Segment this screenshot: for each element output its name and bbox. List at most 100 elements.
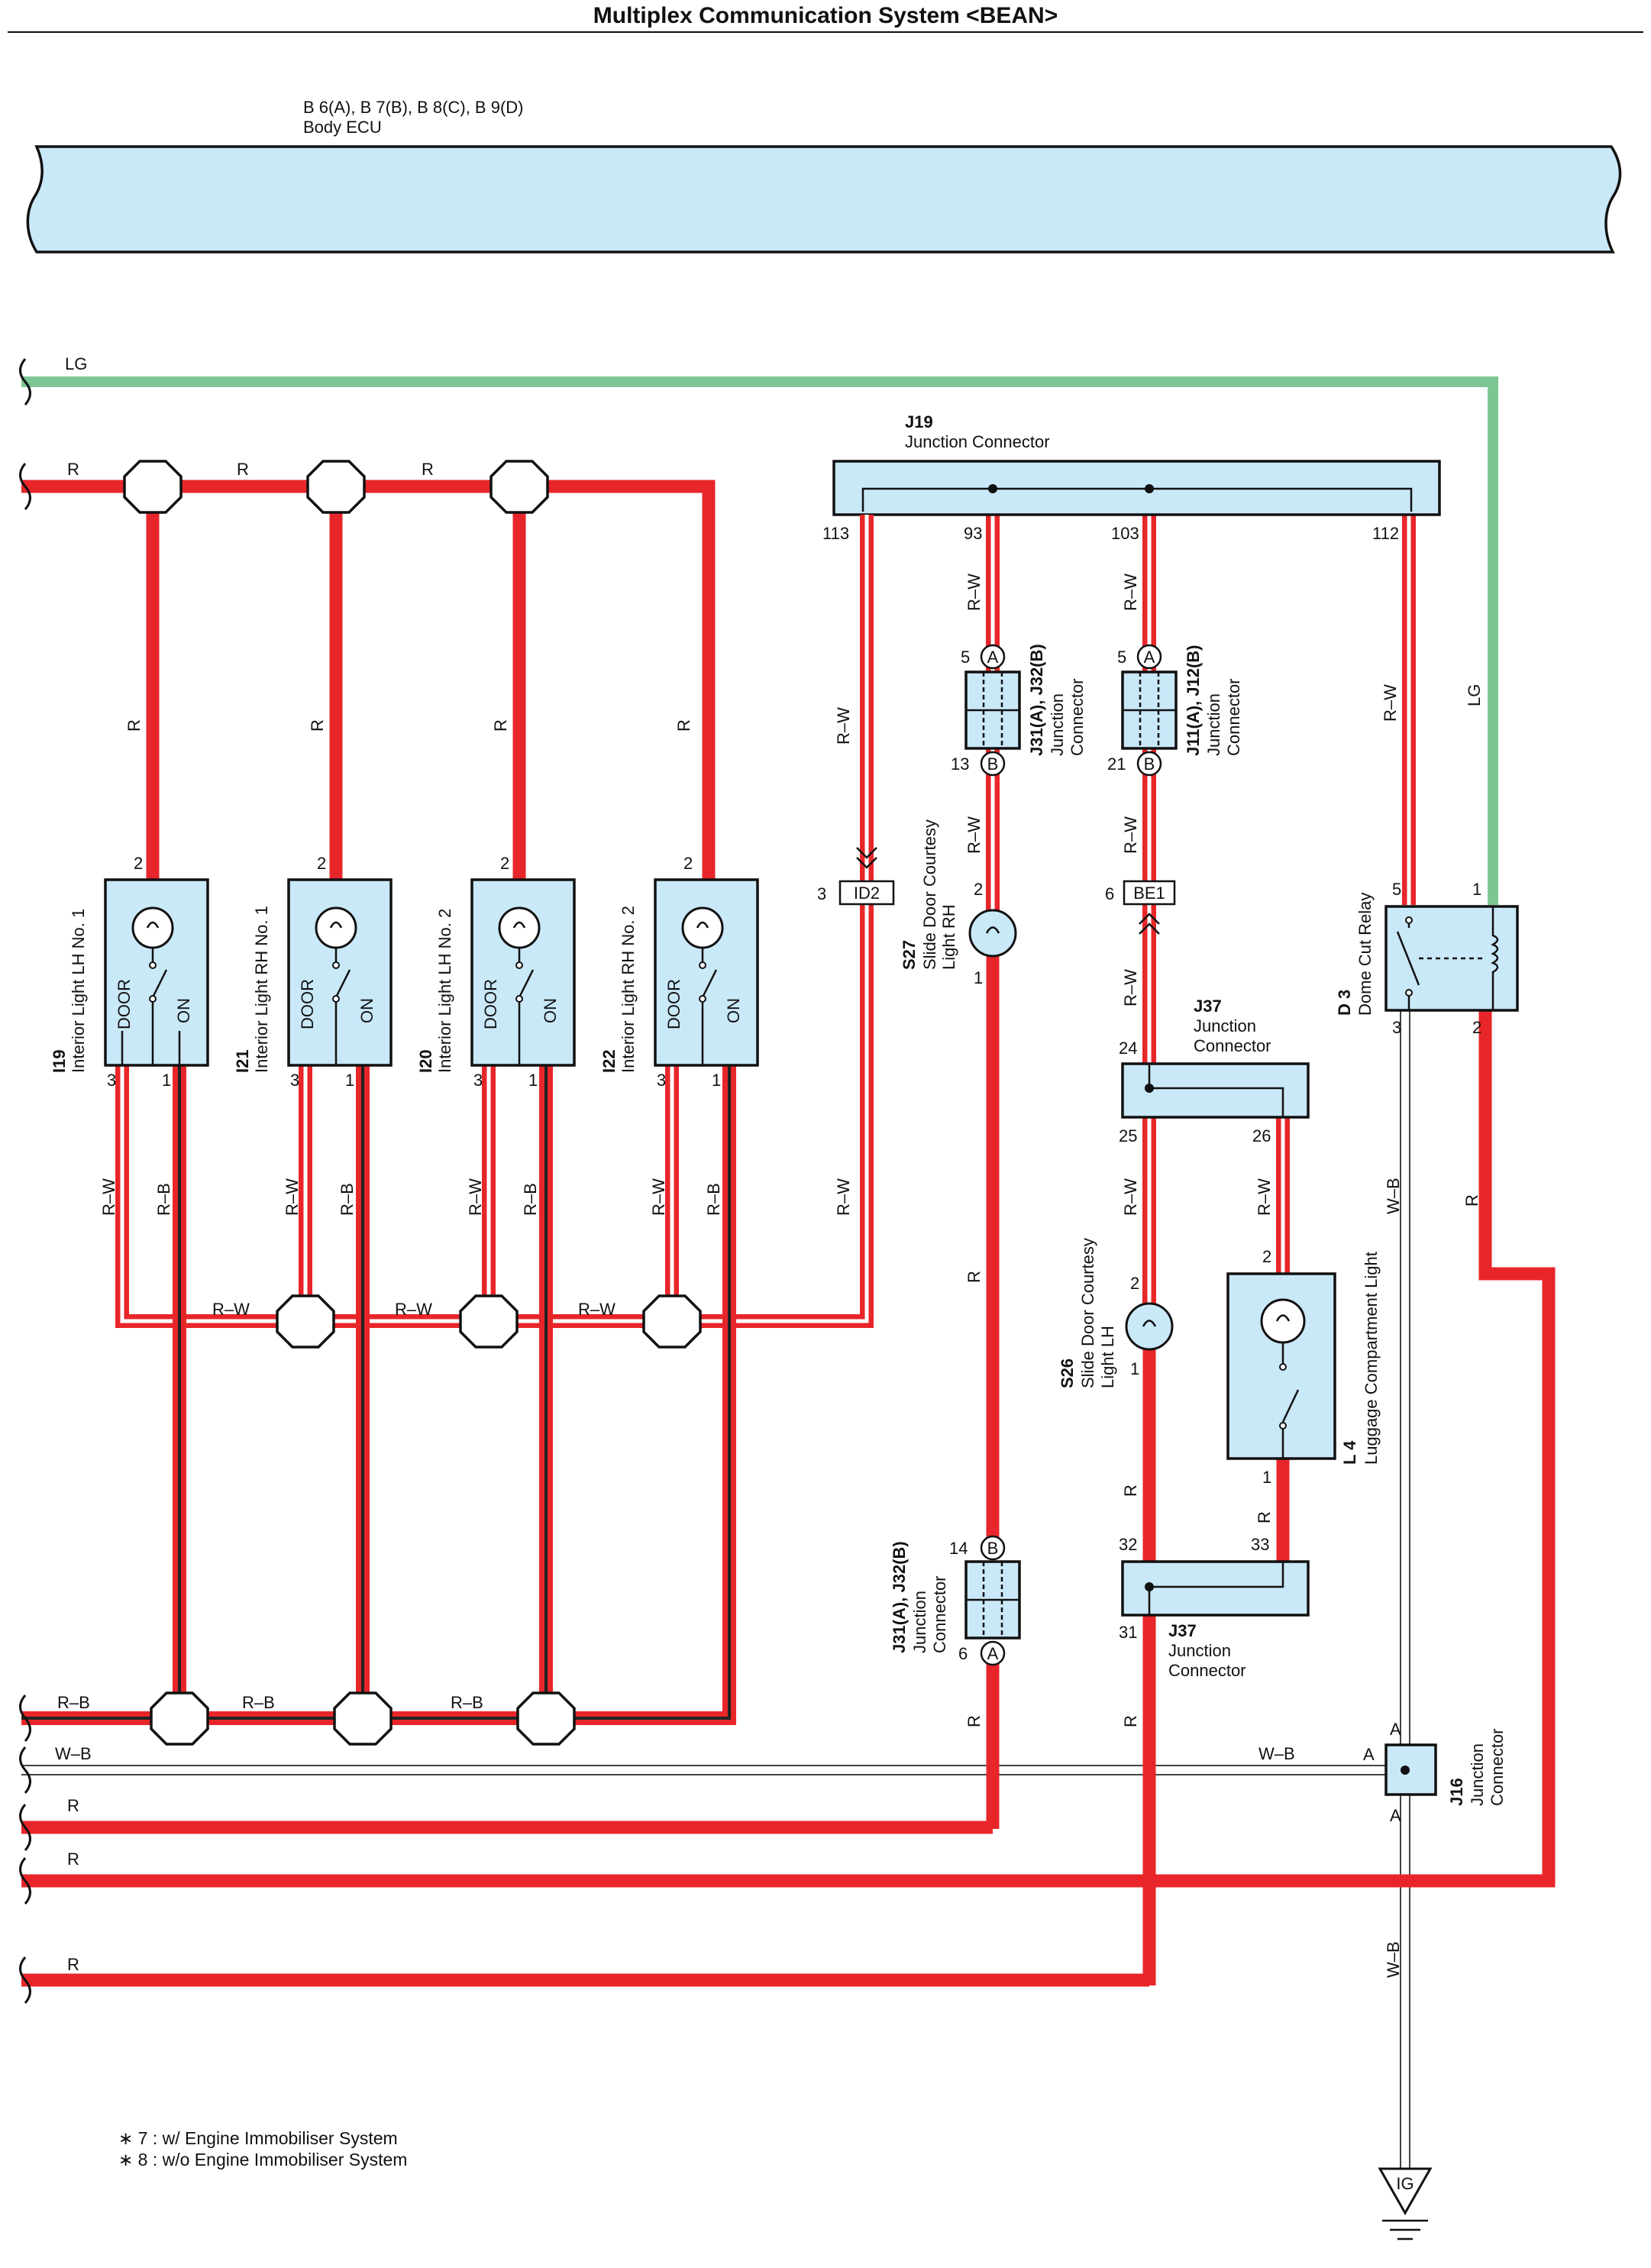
wire-label-rw: R–W <box>212 1300 250 1319</box>
j16-junction-connector: A A A J16 Junction Connector <box>1363 1720 1507 1825</box>
wire-label-rb: R–B <box>521 1183 540 1216</box>
svg-text:Junction: Junction <box>1048 693 1067 756</box>
splice-octagon <box>642 1294 702 1349</box>
svg-text:J37: J37 <box>1194 997 1222 1016</box>
wire-label-r: R <box>1121 1485 1140 1497</box>
j37-upper-connector: J37 Junction Connector 24 25 26 <box>1119 997 1310 1145</box>
svg-text:2: 2 <box>974 880 983 899</box>
wire-label-rb: R–B <box>154 1183 173 1216</box>
svg-text:A: A <box>1390 1720 1401 1739</box>
svg-text:2: 2 <box>134 854 143 873</box>
svg-text:3: 3 <box>107 1071 116 1090</box>
svg-text:J11(A), J12(B): J11(A), J12(B) <box>1184 645 1203 756</box>
svg-text:2: 2 <box>500 854 509 873</box>
ecu-name: Body ECU <box>303 118 382 137</box>
svg-text:A: A <box>987 1644 999 1663</box>
svg-text:Light LH: Light LH <box>1098 1326 1117 1388</box>
wire-label-r: R <box>964 1271 984 1283</box>
wire-label-rw: R–W <box>1121 573 1140 611</box>
interior-light-i22: DOOR ON 2 3 1 I22 Interior Light RH No. … <box>599 854 759 1090</box>
wire-label-r: R <box>674 719 693 732</box>
lg-wire <box>21 376 1498 905</box>
svg-text:25: 25 <box>1119 1126 1137 1145</box>
wire-label-wb: W–B <box>1384 1178 1403 1214</box>
svg-text:3: 3 <box>473 1071 483 1090</box>
svg-text:I19: I19 <box>50 1049 69 1073</box>
svg-text:113: 113 <box>822 524 849 543</box>
svg-text:1: 1 <box>1262 1468 1271 1487</box>
interior-light-i20: DOOR ON 2 3 1 I20 Interior Light LH No. … <box>416 854 576 1090</box>
svg-text:3: 3 <box>657 1071 666 1090</box>
wire-label-rw: R–W <box>1121 1178 1140 1216</box>
wire-label-r: R <box>1121 1715 1140 1727</box>
svg-text:3: 3 <box>290 1071 299 1090</box>
footnote: ∗ 7 : w/ Engine Immobiliser System <box>118 2128 398 2148</box>
svg-text:J37: J37 <box>1168 1621 1197 1640</box>
svg-text:1: 1 <box>528 1071 538 1090</box>
svg-text:21: 21 <box>1107 754 1126 774</box>
svg-text:Interior Light LH No. 1: Interior Light LH No. 1 <box>69 909 88 1073</box>
ground-ig: IG <box>1378 2167 1433 2241</box>
wire-label-rw: R–W <box>964 816 984 854</box>
svg-text:ON: ON <box>357 998 376 1023</box>
svg-text:B: B <box>987 1539 999 1558</box>
splice-octagon <box>333 1691 393 1746</box>
wire-label-r: R <box>67 1796 79 1815</box>
wire-label-rb: R–B <box>338 1183 357 1216</box>
svg-text:BE1: BE1 <box>1133 884 1165 903</box>
svg-text:Connector: Connector <box>930 1575 949 1653</box>
j37-lower-connector: 32 33 31 J37 Junction Connector <box>1119 1535 1310 1680</box>
svg-text:Junction: Junction <box>1468 1743 1487 1806</box>
wire-label-rw: R–W <box>99 1178 118 1216</box>
j31-j32-bottom-connector: B A 14 6 J31(A), J32(B) Junction Connect… <box>890 1535 1021 1666</box>
svg-text:26: 26 <box>1252 1126 1271 1145</box>
wire-label-wb: W–B <box>1258 1744 1295 1763</box>
wire-label-rw: R–W <box>649 1178 668 1216</box>
svg-text:ON: ON <box>174 998 193 1023</box>
svg-text:I21: I21 <box>233 1049 252 1073</box>
wire-label-rw: R–W <box>283 1178 302 1216</box>
svg-text:32: 32 <box>1119 1535 1137 1554</box>
svg-text:S27: S27 <box>900 940 919 970</box>
svg-text:Junction: Junction <box>1168 1641 1231 1660</box>
svg-text:DOOR: DOOR <box>481 979 500 1029</box>
svg-text:5: 5 <box>1392 880 1401 899</box>
svg-text:3: 3 <box>817 884 826 903</box>
svg-text:I20: I20 <box>416 1049 435 1073</box>
wire-label-wb: W–B <box>1384 1941 1403 1978</box>
svg-text:ON: ON <box>724 998 743 1023</box>
svg-text:5: 5 <box>961 648 970 667</box>
svg-text:ID2: ID2 <box>854 884 880 903</box>
svg-text:Junction: Junction <box>1204 693 1223 756</box>
svg-text:1: 1 <box>1472 880 1481 899</box>
svg-text:1: 1 <box>345 1071 354 1090</box>
svg-text:DOOR: DOOR <box>298 979 317 1029</box>
svg-text:ON: ON <box>541 998 560 1023</box>
svg-text:B: B <box>1144 754 1155 774</box>
svg-text:Connector: Connector <box>1068 678 1087 756</box>
splice-points <box>123 460 702 1746</box>
svg-text:3: 3 <box>1392 1018 1401 1037</box>
svg-text:A: A <box>1363 1745 1375 1764</box>
wire-label-r: R <box>237 460 249 479</box>
svg-text:1: 1 <box>974 968 983 987</box>
interior-light-i19: DOOR ON 2 3 1 I19 Interior Light LH No. … <box>50 854 209 1090</box>
svg-text:D 3: D 3 <box>1335 990 1354 1016</box>
svg-text:1: 1 <box>162 1071 171 1090</box>
body-ecu-box <box>26 145 1622 254</box>
svg-text:Slide Door Courtesy: Slide Door Courtesy <box>920 819 939 970</box>
wire-label-rw: R–W <box>1381 684 1400 722</box>
svg-text:Interior Light RH No. 2: Interior Light RH No. 2 <box>619 906 638 1073</box>
rb-bus-stripe <box>21 1065 731 1720</box>
splice-octagon <box>123 460 183 514</box>
j31-j32-top-connector: A B 5 13 J31(A), J32(B) Junction Connect… <box>951 644 1087 777</box>
wire-label-rb: R–B <box>704 1183 723 1216</box>
svg-text:A: A <box>1390 1806 1401 1825</box>
wire-label-r: R <box>67 1955 79 1974</box>
interior-light-i21: DOOR ON 2 3 1 I21 Interior Light RH No. … <box>233 854 393 1090</box>
svg-text:1: 1 <box>1130 1359 1139 1378</box>
d3-dome-cut-relay: 5 1 3 2 D 3 Dome Cut Relay <box>1335 880 1519 1037</box>
wire-label-rw: R–W <box>1255 1178 1274 1216</box>
svg-text:Connector: Connector <box>1168 1661 1246 1680</box>
wire-label-rw: R–W <box>834 1178 853 1216</box>
